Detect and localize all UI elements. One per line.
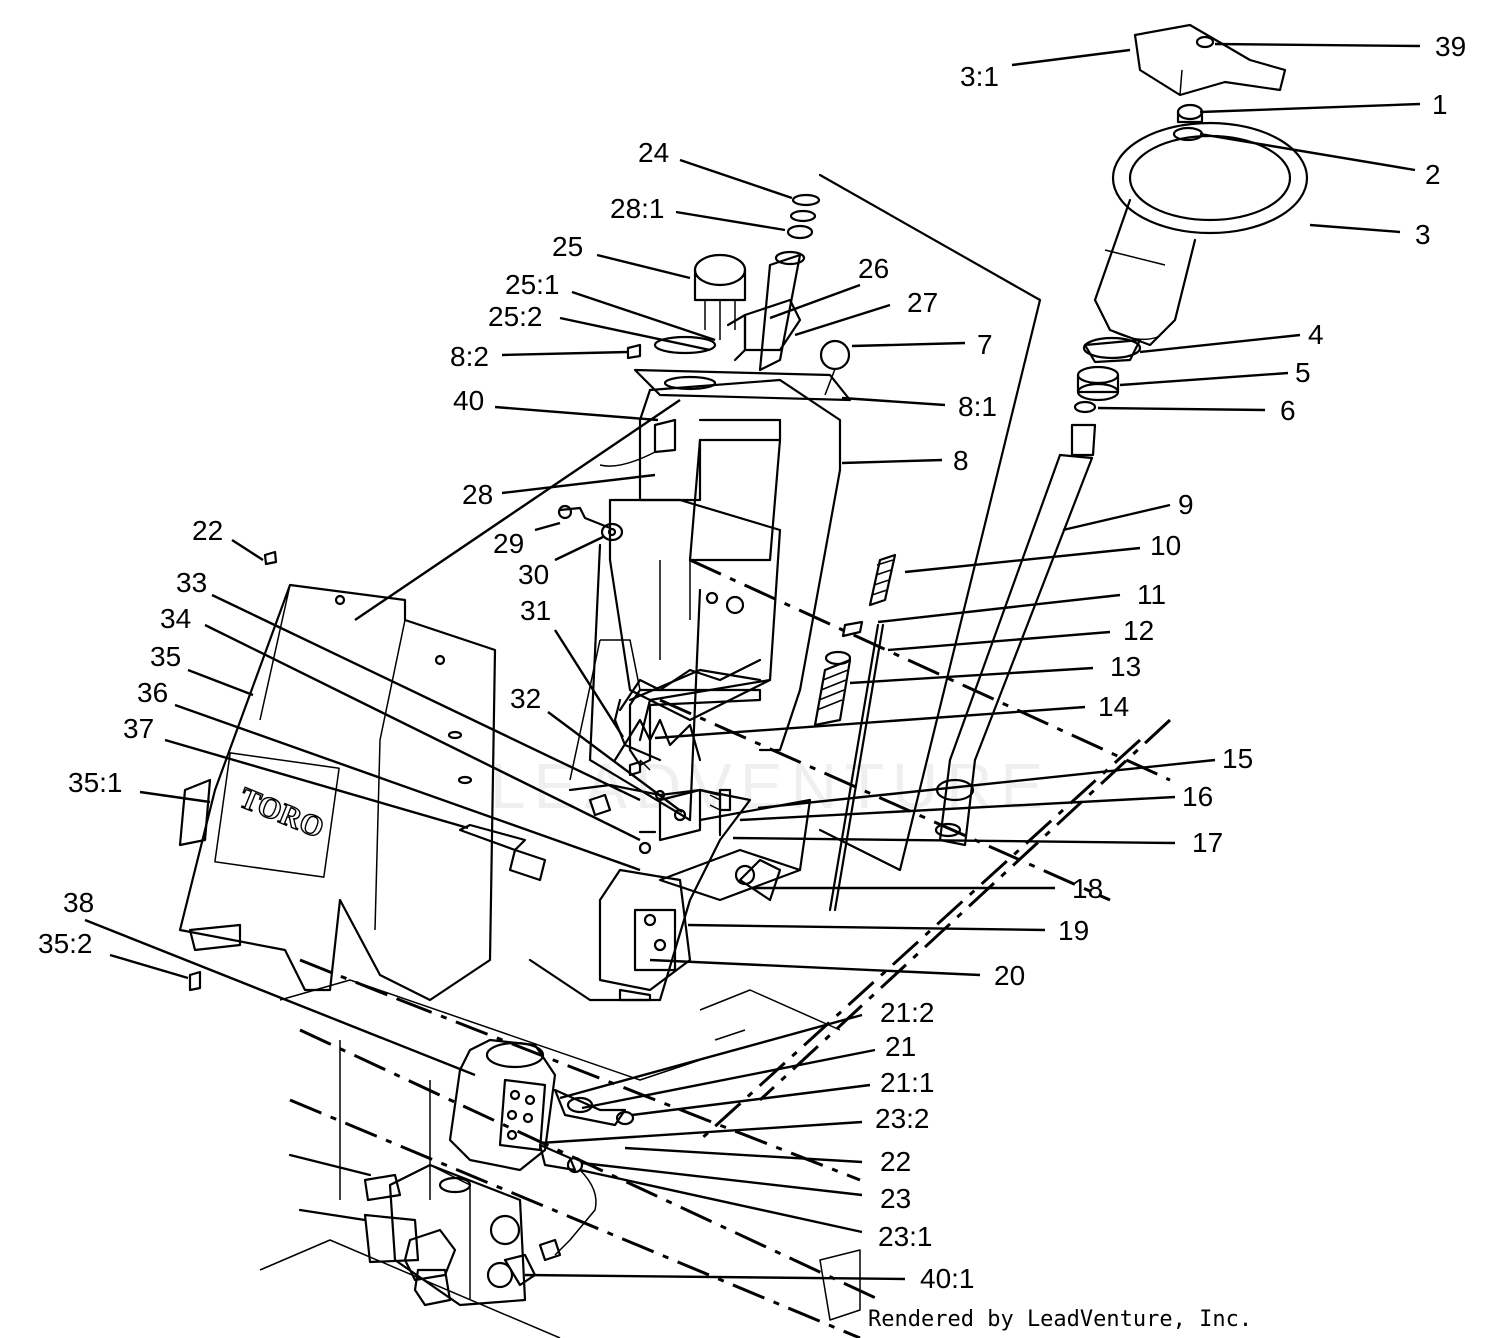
- callout-label: 4: [1308, 319, 1324, 350]
- callout-label: 20: [994, 960, 1025, 991]
- callout-label: 26: [858, 253, 889, 284]
- callout-label: 5: [1295, 357, 1311, 388]
- springs-and-rods: [613, 553, 897, 912]
- callout-label: 21:2: [880, 997, 935, 1028]
- callout-label: 23:1: [878, 1221, 933, 1252]
- callout-label: 14: [1098, 691, 1129, 722]
- callout-label: 10: [1150, 530, 1181, 561]
- callout-label: 16: [1182, 781, 1213, 812]
- callout-label: 8: [953, 445, 969, 476]
- callout-label: 8:2: [450, 341, 489, 372]
- callout-label: 38: [63, 887, 94, 918]
- callout-label: 23: [880, 1183, 911, 1214]
- callout-label: 34: [160, 603, 191, 634]
- callout-label: 24: [638, 137, 669, 168]
- callout-label: 28:1: [610, 193, 665, 224]
- callout-label: 3:1: [960, 61, 999, 92]
- steering-column: [934, 336, 1142, 847]
- callout-label: 13: [1110, 651, 1141, 682]
- frame-outline: [259, 558, 1172, 1338]
- callout-label: 23:2: [875, 1103, 930, 1134]
- callout-label: 22: [880, 1146, 911, 1177]
- callout-label: 8:1: [958, 391, 997, 422]
- steering-wheel: [1093, 23, 1309, 347]
- callout-label: 12: [1123, 615, 1154, 646]
- callout-label: 25: [552, 231, 583, 262]
- callout-label: 33: [176, 567, 207, 598]
- callout-label: 7: [977, 329, 993, 360]
- callout-label: 22: [192, 515, 223, 546]
- callout-label: 2: [1425, 159, 1441, 190]
- callout-label: 37: [123, 713, 154, 744]
- callout-label: 35:1: [68, 767, 123, 798]
- callout-label: 36: [137, 677, 168, 708]
- callout-label: 17: [1192, 827, 1223, 858]
- callout-label: 30: [518, 559, 549, 590]
- column-panel: [818, 173, 1042, 872]
- callout-label: 31: [520, 595, 551, 626]
- callout-label: 35: [150, 641, 181, 672]
- callout-label: 29: [493, 528, 524, 559]
- callout-label: 11: [1137, 579, 1166, 610]
- callout-label: 15: [1222, 743, 1253, 774]
- leader-lines: [84, 42, 1421, 1281]
- callout-label: 9: [1178, 489, 1194, 520]
- callout-label: 28: [462, 479, 493, 510]
- brand-text: TORO: [235, 781, 329, 844]
- control-tower: [528, 193, 852, 1002]
- callout-label: 1: [1432, 89, 1448, 120]
- callout-label: 3: [1415, 219, 1431, 250]
- callout-label: 18: [1072, 873, 1103, 904]
- callout-label: 19: [1058, 915, 1089, 946]
- callout-label: 6: [1280, 395, 1296, 426]
- front-cover: TORO: [178, 550, 497, 1002]
- callout-label: 40: [453, 385, 484, 416]
- callout-labels: 39 3:1 1 2 3 24 28:1 25 26 27 25:1 25:2 …: [38, 31, 1466, 1294]
- credit-text: Rendered by LeadVenture, Inc.: [868, 1307, 1252, 1332]
- callout-label: 32: [510, 683, 541, 714]
- hardware: [458, 504, 666, 882]
- callout-label: 25:1: [505, 269, 560, 300]
- callout-label: 27: [907, 287, 938, 318]
- callout-label: 25:2: [488, 301, 543, 332]
- callout-label: 40:1: [920, 1263, 975, 1294]
- callout-label: 39: [1435, 31, 1466, 62]
- hydraulic-unit: [288, 1038, 635, 1307]
- callout-label: 21: [885, 1031, 916, 1062]
- callout-label: 21:1: [880, 1067, 935, 1098]
- callout-label: 35:2: [38, 928, 93, 959]
